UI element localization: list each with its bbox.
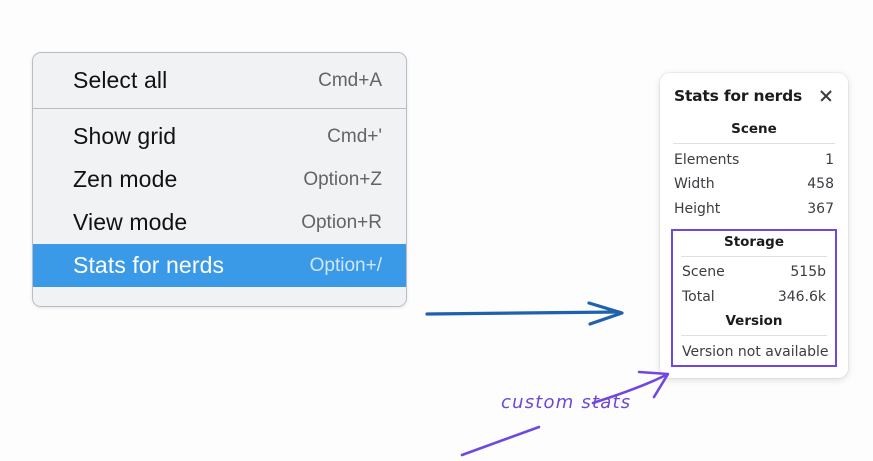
stat-key: Scene [682, 264, 725, 280]
menu-item-shortcut: Cmd+A [318, 69, 382, 91]
stat-row-height: Height 367 [673, 197, 835, 222]
context-menu[interactable]: Select all Cmd+A Show grid Cmd+' Zen mod… [32, 52, 407, 307]
stat-value: 515b [790, 264, 826, 280]
menu-item-label: Zen mode [73, 166, 178, 192]
storage-heading: Storage [723, 233, 785, 250]
scene-heading: Scene [731, 121, 777, 137]
panel-header: Stats for nerds [660, 87, 848, 105]
menu-item-shortcut: Cmd+' [327, 125, 382, 147]
stat-row-width: Width 458 [673, 173, 835, 198]
version-divider [681, 334, 827, 336]
custom-stats-annotation-label: custom stats [501, 392, 632, 413]
stat-key: Height [674, 200, 721, 217]
purple-underline-stroke [460, 425, 541, 457]
menu-item-label: Show grid [73, 123, 177, 149]
menu-item-stats-for-nerds[interactable]: Stats for nerds Option+/ [33, 244, 406, 287]
stat-key: Total [682, 288, 715, 305]
stat-key: Elements [674, 151, 740, 168]
menu-item-label: Select all [73, 67, 168, 93]
storage-section: Storage Scene 515b Total 346.6k [681, 231, 827, 310]
custom-stats-highlight-box: Storage Scene 515b Total 346.6k Version … [671, 228, 837, 367]
menu-item-shortcut: Option+Z [303, 168, 382, 190]
menu-item-shortcut: Option+/ [309, 254, 382, 276]
menu-item-shortcut: Option+R [301, 211, 382, 233]
storage-divider [681, 255, 827, 257]
stat-row-storage-scene: Scene 515b [681, 261, 827, 286]
menu-item-zen-mode[interactable]: Zen mode Option+Z [33, 158, 406, 201]
stat-value: 1 [825, 151, 834, 168]
scene-section: Scene Elements 1 Width 458 Height 367 [673, 118, 835, 222]
menu-section-1: Select all Cmd+A [33, 53, 406, 108]
menu-bottom-padding [33, 287, 406, 306]
scene-divider [673, 143, 835, 144]
stat-row-elements: Elements 1 [673, 148, 835, 173]
stat-value: 346.6k [777, 288, 826, 305]
menu-item-show-grid[interactable]: Show grid Cmd+' [33, 115, 406, 158]
version-section: Version Version not available [681, 310, 829, 362]
close-icon[interactable] [817, 87, 835, 105]
panel-body: Scene Elements 1 Width 458 Height 367 [660, 118, 848, 367]
menu-item-select-all[interactable]: Select all Cmd+A [33, 59, 406, 102]
menu-section-2: Show grid Cmd+' Zen mode Option+Z View m… [33, 108, 406, 306]
blue-arrow [425, 301, 624, 326]
version-text: Version not available [682, 343, 829, 360]
stat-row-storage-total: Total 346.6k [681, 285, 827, 310]
stat-key: Width [674, 176, 715, 192]
panel-title: Stats for nerds [674, 87, 803, 105]
menu-item-label: View mode [73, 209, 188, 235]
stat-value: 367 [807, 200, 834, 217]
menu-item-view-mode[interactable]: View mode Option+R [33, 201, 406, 244]
stats-for-nerds-panel: Stats for nerds Scene Elements 1 Width 4… [660, 73, 848, 378]
stat-value: 458 [807, 176, 834, 192]
menu-item-label: Stats for nerds [73, 252, 225, 278]
version-heading: Version [725, 312, 783, 329]
